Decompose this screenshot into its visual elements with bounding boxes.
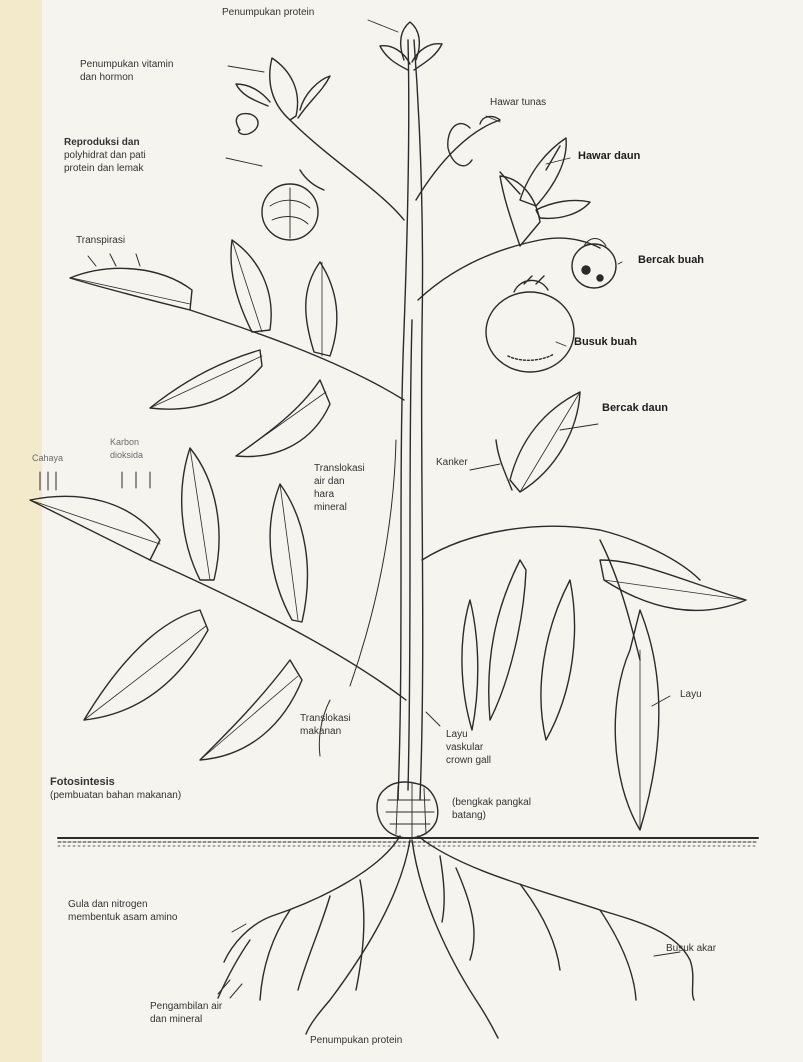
label-leaf-blight: Hawar daun xyxy=(578,150,640,163)
label-translocation-water: Translokasi air dan hara mineral xyxy=(314,462,365,514)
label-canker: Kanker xyxy=(436,456,468,469)
label-vitamin-hormone: Penumpukan vitamin dan hormon xyxy=(80,58,173,84)
upper-left-branch xyxy=(236,58,404,240)
label-vascular-wilt-crown-gall: Layu vaskular crown gall xyxy=(446,728,491,767)
label-translocation-food: Translokasi makanan xyxy=(300,712,351,738)
root-system xyxy=(218,836,694,1038)
label-sugar-nitrogen: Gula dan nitrogen membentuk asam amino xyxy=(68,898,178,924)
label-leaf-spot: Bercak daun xyxy=(602,402,668,415)
label-reproduction-polysaccharide: Reproduksi dan polyhidrat dan pati prote… xyxy=(64,136,146,175)
label-protein-accum-bottom: Penumpukan protein xyxy=(310,1034,402,1047)
label-photosynthesis: Fotosintesis (pembuatan bahan makanan) xyxy=(50,776,181,802)
label-co2: Karbon dioksida xyxy=(110,436,143,462)
arrows xyxy=(40,254,242,998)
label-fruit-spot: Bercak buah xyxy=(638,254,704,267)
label-root-rot: Busuk akar xyxy=(666,942,716,955)
upper-left-leaves xyxy=(70,240,404,457)
soil-line xyxy=(58,838,758,846)
crown-gall-swelling xyxy=(377,782,438,838)
label-crown-gall-description: (bengkak pangkal batang) xyxy=(452,796,531,822)
main-stem xyxy=(398,40,423,800)
label-bud-blight: Hawar tunas xyxy=(490,96,546,109)
label-light: Cahaya xyxy=(32,452,63,465)
label-protein-accum-top: Penumpukan protein xyxy=(222,6,314,19)
label-fruit-rot: Busuk buah xyxy=(574,336,637,349)
tomato-fruits xyxy=(486,239,616,373)
label-wilt: Layu xyxy=(680,688,702,701)
top-shoot xyxy=(380,22,442,70)
label-water-uptake: Pengambilan air dan mineral xyxy=(150,1000,222,1026)
label-transpiration: Transpirasi xyxy=(76,234,125,247)
